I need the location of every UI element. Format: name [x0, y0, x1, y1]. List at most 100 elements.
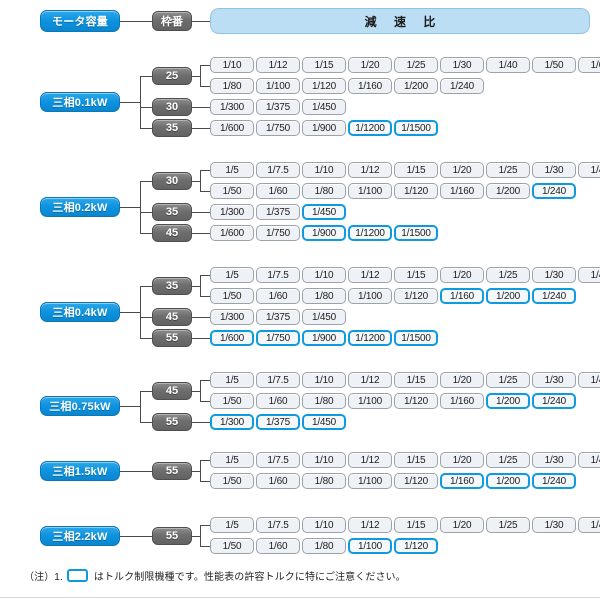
ratio-cell[interactable]: 1/7.5 [256, 372, 300, 388]
ratio-cell[interactable]: 1/100 [348, 288, 392, 304]
ratio-cell[interactable]: 1/5 [210, 372, 254, 388]
ratio-cell-torque-limited[interactable]: 1/160 [440, 473, 484, 489]
ratio-cell[interactable]: 1/750 [256, 120, 300, 136]
ratio-cell[interactable]: 1/25 [486, 517, 530, 533]
ratio-cell-torque-limited[interactable]: 1/240 [532, 288, 576, 304]
ratio-cell[interactable]: 1/5 [210, 452, 254, 468]
ratio-cell[interactable]: 1/7.5 [256, 452, 300, 468]
ratio-cell[interactable]: 1/20 [440, 372, 484, 388]
ratio-cell[interactable]: 1/50 [210, 183, 254, 199]
ratio-cell[interactable]: 1/25 [486, 267, 530, 283]
ratio-cell[interactable]: 1/30 [532, 452, 576, 468]
ratio-cell[interactable]: 1/15 [394, 452, 438, 468]
ratio-cell[interactable]: 1/450 [302, 309, 346, 325]
ratio-cell-torque-limited[interactable]: 1/375 [256, 414, 300, 430]
ratio-cell[interactable]: 1/50 [210, 538, 254, 554]
ratio-cell[interactable]: 1/450 [302, 99, 346, 115]
ratio-cell[interactable]: 1/60 [256, 538, 300, 554]
ratio-cell-torque-limited[interactable]: 1/200 [486, 393, 530, 409]
ratio-cell-torque-limited[interactable]: 1/450 [302, 204, 346, 220]
ratio-cell[interactable]: 1/30 [440, 57, 484, 73]
ratio-cell[interactable]: 1/10 [302, 267, 346, 283]
ratio-cell[interactable]: 1/40 [578, 267, 600, 283]
ratio-cell[interactable]: 1/160 [440, 183, 484, 199]
ratio-cell[interactable]: 1/240 [440, 78, 484, 94]
ratio-cell[interactable]: 1/60 [256, 183, 300, 199]
ratio-cell[interactable]: 1/12 [256, 57, 300, 73]
ratio-cell[interactable]: 1/5 [210, 162, 254, 178]
ratio-cell[interactable]: 1/15 [394, 517, 438, 533]
ratio-cell[interactable]: 1/50 [532, 57, 576, 73]
ratio-cell[interactable]: 1/300 [210, 309, 254, 325]
ratio-cell[interactable]: 1/100 [256, 78, 300, 94]
ratio-cell[interactable]: 1/30 [532, 517, 576, 533]
ratio-cell[interactable]: 1/300 [210, 204, 254, 220]
ratio-cell-torque-limited[interactable]: 1/120 [394, 538, 438, 554]
ratio-cell[interactable]: 1/50 [210, 473, 254, 489]
ratio-cell[interactable]: 1/15 [394, 372, 438, 388]
ratio-cell[interactable]: 1/20 [440, 267, 484, 283]
ratio-cell[interactable]: 1/25 [486, 162, 530, 178]
ratio-cell[interactable]: 1/25 [486, 452, 530, 468]
ratio-cell[interactable]: 1/12 [348, 162, 392, 178]
ratio-cell[interactable]: 1/375 [256, 309, 300, 325]
ratio-cell[interactable]: 1/20 [348, 57, 392, 73]
ratio-cell[interactable]: 1/100 [348, 473, 392, 489]
ratio-cell[interactable]: 1/375 [256, 99, 300, 115]
ratio-cell[interactable]: 1/10 [210, 57, 254, 73]
ratio-cell[interactable]: 1/200 [394, 78, 438, 94]
ratio-cell-torque-limited[interactable]: 1/900 [302, 330, 346, 346]
ratio-cell[interactable]: 1/12 [348, 372, 392, 388]
ratio-cell-torque-limited[interactable]: 1/100 [348, 538, 392, 554]
ratio-cell[interactable]: 1/80 [302, 473, 346, 489]
ratio-cell[interactable]: 1/40 [578, 517, 600, 533]
ratio-cell-torque-limited[interactable]: 1/240 [532, 393, 576, 409]
ratio-cell[interactable]: 1/40 [486, 57, 530, 73]
ratio-cell[interactable]: 1/600 [210, 120, 254, 136]
ratio-cell-torque-limited[interactable]: 1/1200 [348, 330, 392, 346]
ratio-cell[interactable]: 1/80 [302, 183, 346, 199]
ratio-cell-torque-limited[interactable]: 1/200 [486, 288, 530, 304]
ratio-cell[interactable]: 1/160 [440, 393, 484, 409]
ratio-cell[interactable]: 1/10 [302, 517, 346, 533]
ratio-cell-torque-limited[interactable]: 1/300 [210, 414, 254, 430]
ratio-cell[interactable]: 1/80 [302, 393, 346, 409]
ratio-cell[interactable]: 1/80 [210, 78, 254, 94]
ratio-cell[interactable]: 1/375 [256, 204, 300, 220]
ratio-cell-torque-limited[interactable]: 1/1500 [394, 330, 438, 346]
ratio-cell[interactable]: 1/300 [210, 99, 254, 115]
ratio-cell[interactable]: 1/5 [210, 267, 254, 283]
ratio-cell[interactable]: 1/10 [302, 162, 346, 178]
ratio-cell[interactable]: 1/60 [256, 288, 300, 304]
ratio-cell[interactable]: 1/5 [210, 517, 254, 533]
ratio-cell[interactable]: 1/50 [210, 393, 254, 409]
ratio-cell[interactable]: 1/120 [394, 473, 438, 489]
ratio-cell[interactable]: 1/7.5 [256, 517, 300, 533]
ratio-cell[interactable]: 1/20 [440, 162, 484, 178]
ratio-cell[interactable]: 1/750 [256, 225, 300, 241]
ratio-cell[interactable]: 1/600 [210, 225, 254, 241]
ratio-cell[interactable]: 1/120 [302, 78, 346, 94]
ratio-cell-torque-limited[interactable]: 1/1200 [348, 225, 392, 241]
ratio-cell-torque-limited[interactable]: 1/1500 [394, 225, 438, 241]
ratio-cell[interactable]: 1/20 [440, 517, 484, 533]
ratio-cell[interactable]: 1/10 [302, 372, 346, 388]
ratio-cell[interactable]: 1/7.5 [256, 267, 300, 283]
ratio-cell[interactable]: 1/25 [486, 372, 530, 388]
ratio-cell[interactable]: 1/80 [302, 538, 346, 554]
ratio-cell-torque-limited[interactable]: 1/750 [256, 330, 300, 346]
ratio-cell[interactable]: 1/20 [440, 452, 484, 468]
ratio-cell[interactable]: 1/12 [348, 452, 392, 468]
ratio-cell-torque-limited[interactable]: 1/450 [302, 414, 346, 430]
ratio-cell-torque-limited[interactable]: 1/240 [532, 473, 576, 489]
ratio-cell[interactable]: 1/120 [394, 183, 438, 199]
ratio-cell[interactable]: 1/60 [578, 57, 600, 73]
ratio-cell[interactable]: 1/900 [302, 120, 346, 136]
ratio-cell[interactable]: 1/12 [348, 517, 392, 533]
ratio-cell-torque-limited[interactable]: 1/900 [302, 225, 346, 241]
ratio-cell[interactable]: 1/40 [578, 452, 600, 468]
ratio-cell[interactable]: 1/160 [348, 78, 392, 94]
ratio-cell[interactable]: 1/30 [532, 267, 576, 283]
ratio-cell-torque-limited[interactable]: 1/160 [440, 288, 484, 304]
ratio-cell[interactable]: 1/200 [486, 183, 530, 199]
